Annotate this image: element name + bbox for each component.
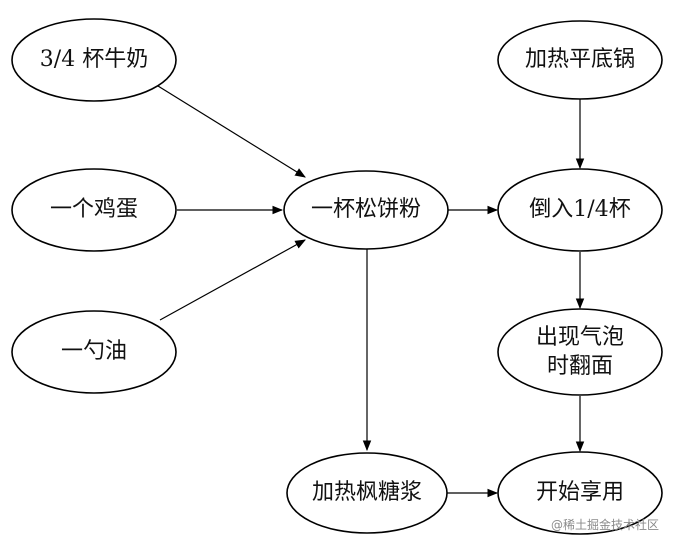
node-egg-shape (11, 168, 177, 252)
node-mix: 一杯松饼粉 (283, 170, 449, 250)
node-milk: 3/4 杯牛奶 (11, 18, 177, 102)
edge-milk-to-mix (157, 85, 306, 178)
node-syrup-label: 加热枫糖浆 (312, 480, 422, 505)
node-egg-label: 一个鸡蛋 (50, 197, 138, 222)
edges (157, 85, 585, 498)
watermark: @稀土掘金技术社区 (550, 518, 659, 532)
node-pour-label: 倒入1/4杯 (529, 197, 630, 222)
node-flip-label-line2: 时翻面 (547, 354, 613, 379)
node-heat-pan-shape (497, 20, 663, 100)
node-oil: 一勺油 (11, 310, 177, 394)
node-oil-label: 一勺油 (61, 339, 127, 364)
node-milk-shape (11, 18, 177, 102)
node-mix-label: 一杯松饼粉 (311, 197, 421, 222)
node-serve-label: 开始享用 (536, 480, 624, 505)
node-mix-shape (283, 170, 449, 250)
node-pour-shape (497, 168, 663, 252)
node-serve: 开始享用 (497, 451, 663, 535)
node-syrup: 加热枫糖浆 (286, 452, 448, 534)
edge-oil-to-mix (159, 239, 306, 321)
node-flip-label-line1: 出现气泡 (536, 325, 624, 350)
node-oil-shape (11, 310, 177, 394)
node-egg: 一个鸡蛋 (11, 168, 177, 252)
node-syrup-shape (286, 452, 448, 534)
node-pour: 倒入1/4杯 (497, 168, 663, 252)
node-flip-shape (497, 308, 663, 396)
node-flip: 出现气泡 时翻面 (497, 308, 663, 396)
node-milk-label: 3/4 杯牛奶 (40, 47, 148, 72)
node-serve-shape (497, 451, 663, 535)
node-heat-pan: 加热平底锅 (497, 20, 663, 100)
node-heat-pan-label: 加热平底锅 (525, 47, 635, 72)
